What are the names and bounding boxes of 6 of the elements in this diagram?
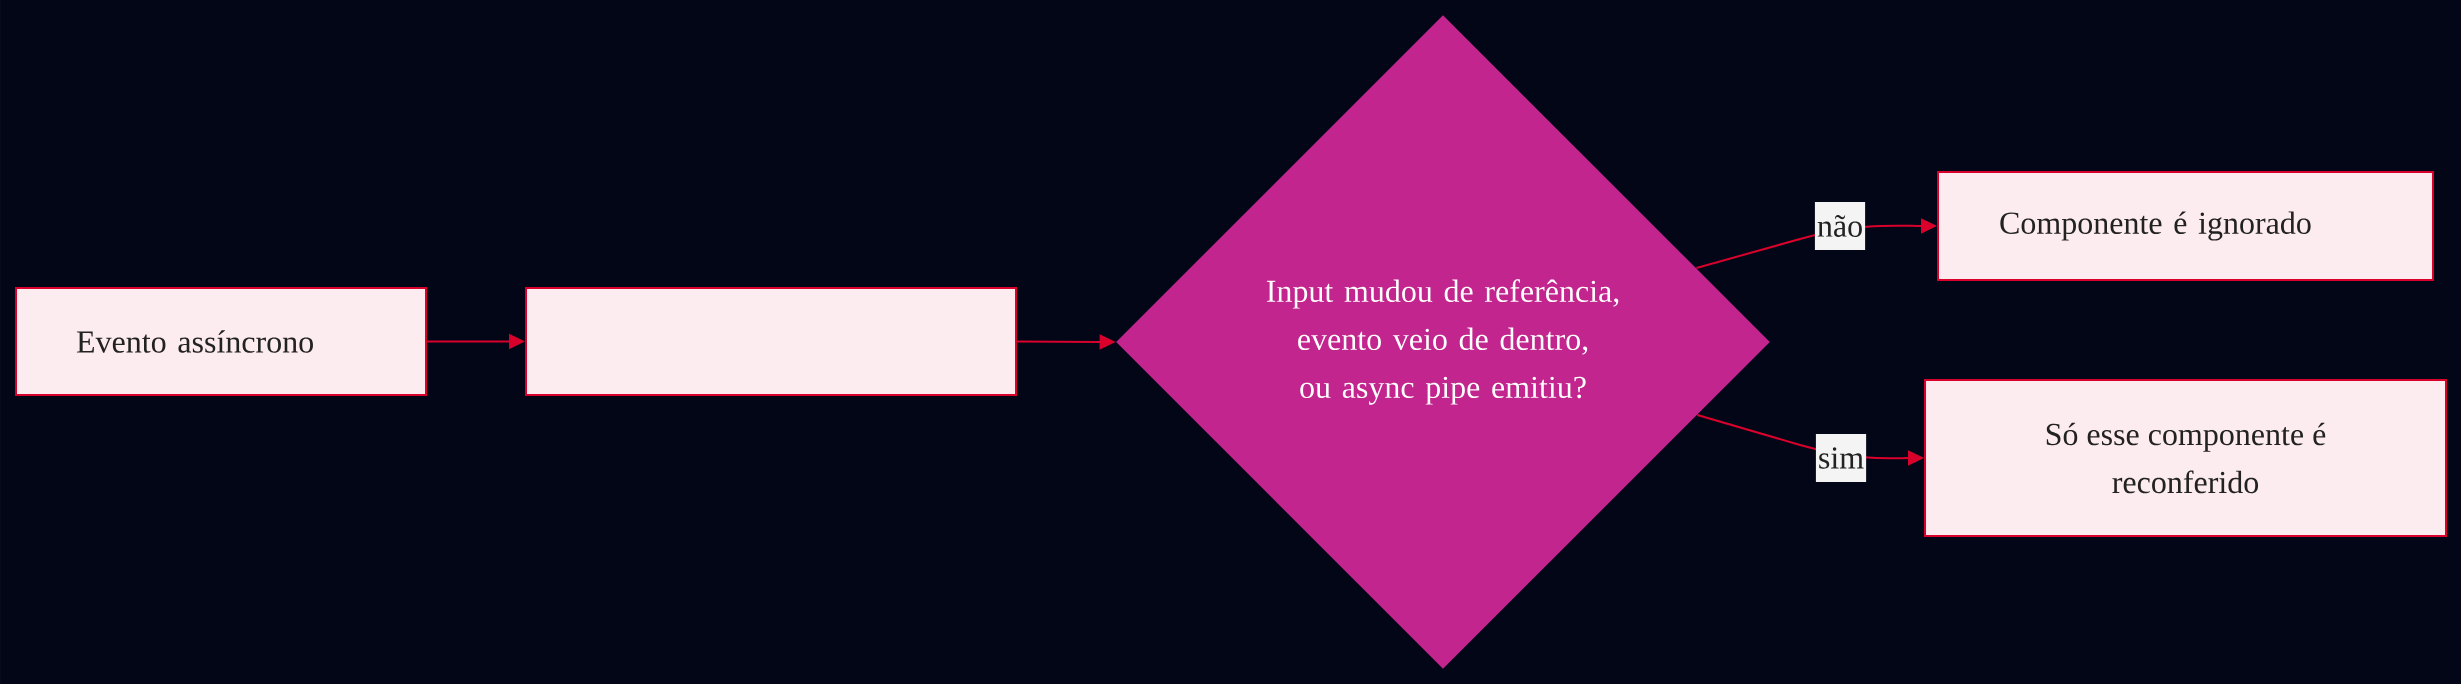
process-box: Evento assíncrono xyxy=(15,287,427,396)
edge-label: sim xyxy=(1815,434,1867,482)
process-box: Só esse componente é reconferido xyxy=(1924,379,2447,537)
process-box: Componente é ignorado xyxy=(1937,171,2434,281)
process-box xyxy=(525,287,1017,396)
edge-label: não xyxy=(1814,202,1866,250)
